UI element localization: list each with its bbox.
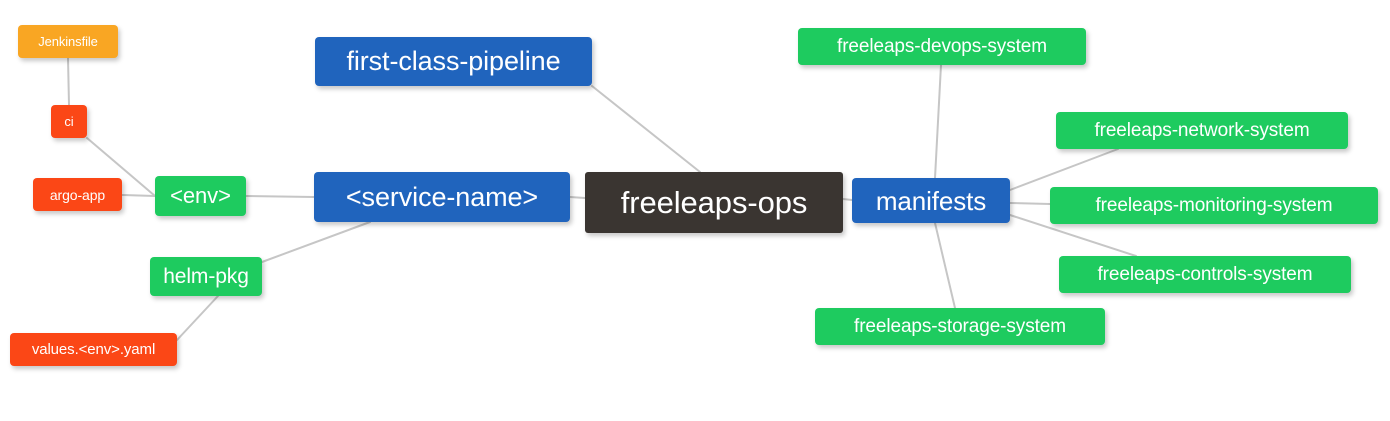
node-jenkinsfile[interactable]: Jenkinsfile: [18, 25, 118, 58]
node-network-system[interactable]: freeleaps-network-system: [1056, 112, 1348, 149]
edge-manifests-to-storage-system: [934, 222, 956, 309]
node-label: freeleaps-controls-system: [1097, 264, 1313, 285]
edge-freeleaps-ops-to-manifests: [842, 198, 853, 201]
edge-manifests-to-network-system: [1009, 148, 1119, 191]
node-ci[interactable]: ci: [51, 105, 87, 138]
node-label: manifests: [875, 185, 987, 216]
edge-manifests-to-devops-system: [934, 64, 942, 179]
node-controls-system[interactable]: freeleaps-controls-system: [1059, 256, 1351, 293]
node-label: freeleaps-storage-system: [854, 316, 1066, 337]
node-label: freeleaps-ops: [620, 185, 808, 220]
node-devops-system[interactable]: freeleaps-devops-system: [798, 28, 1086, 65]
edge-argo-app-to-env: [121, 194, 156, 197]
node-label: Jenkinsfile: [38, 34, 98, 49]
node-label: freeleaps-monitoring-system: [1095, 195, 1333, 216]
edge-first-class-pipeline-to-freeleaps-ops: [591, 85, 701, 173]
edge-jenkinsfile-to-ci: [67, 57, 70, 106]
node-service-name[interactable]: <service-name>: [314, 172, 570, 222]
node-manifests[interactable]: manifests: [852, 178, 1010, 223]
node-argo-app[interactable]: argo-app: [33, 178, 122, 211]
node-label: first-class-pipeline: [346, 46, 561, 76]
node-values-env-yaml[interactable]: values.<env>.yaml: [10, 333, 177, 366]
node-label: helm-pkg: [163, 265, 249, 288]
node-monitoring-system[interactable]: freeleaps-monitoring-system: [1050, 187, 1378, 224]
node-label: <service-name>: [345, 181, 539, 212]
node-label: freeleaps-network-system: [1094, 120, 1310, 141]
edge-service-name-to-freeleaps-ops: [569, 196, 586, 199]
edge-helm-pkg-to-service-name: [261, 221, 371, 263]
node-label: argo-app: [49, 186, 106, 203]
node-label: freeleaps-devops-system: [837, 36, 1047, 57]
edge-manifests-to-monitoring-system: [1009, 202, 1051, 205]
node-helm-pkg[interactable]: helm-pkg: [150, 257, 262, 296]
node-label: ci: [64, 114, 74, 129]
node-storage-system[interactable]: freeleaps-storage-system: [815, 308, 1105, 345]
edge-env-to-service-name: [245, 195, 315, 198]
node-label: <env>: [170, 183, 231, 208]
node-freeleaps-ops[interactable]: freeleaps-ops: [585, 172, 843, 233]
node-first-class-pipeline[interactable]: first-class-pipeline: [315, 37, 592, 86]
node-label: values.<env>.yaml: [31, 341, 156, 358]
edge-values-env-yaml-to-helm-pkg: [176, 295, 219, 341]
node-env[interactable]: <env>: [155, 176, 246, 216]
